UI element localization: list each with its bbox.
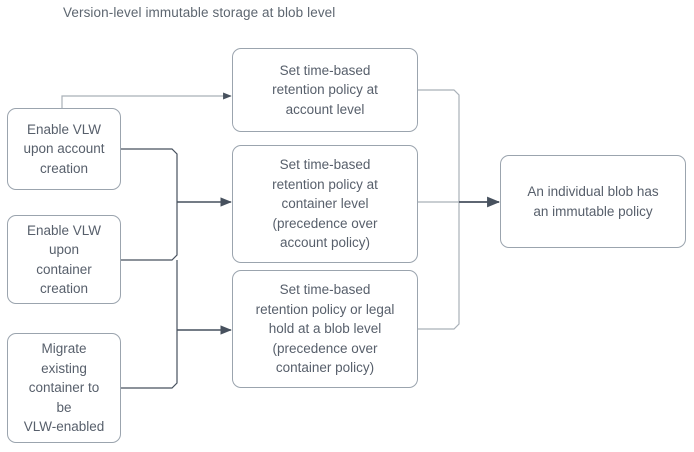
edge-migrate-to-rail (121, 330, 178, 389)
node-enable-vlw-container[interactable]: Enable VLW upon container creation (7, 215, 121, 304)
page-title: Version-level immutable storage at blob … (63, 5, 336, 20)
node-label: Set time-based retention policy or legal… (255, 282, 395, 376)
node-label: Migrate existing container to be VLW-ena… (23, 341, 105, 435)
edge-account-to-retention-account (61, 92, 232, 108)
node-retention-blob[interactable]: Set time-based retention policy or legal… (232, 270, 418, 388)
edge-account-to-rail (121, 148, 178, 202)
edge-retention-blob-to-rail (418, 202, 460, 330)
node-label: Enable VLW upon container creation (26, 222, 102, 297)
node-label: Set time-based retention policy at conta… (272, 157, 378, 251)
node-immutable-blob[interactable]: An individual blob has an immutable poli… (500, 155, 686, 248)
node-label: Set time-based retention policy at accou… (272, 62, 378, 117)
node-label: Enable VLW upon account creation (23, 121, 105, 176)
node-enable-vlw-account[interactable]: Enable VLW upon account creation (7, 108, 121, 190)
edge-retention-account-to-rail (418, 89, 460, 202)
edge-container-to-rail (121, 202, 178, 261)
node-retention-account[interactable]: Set time-based retention policy at accou… (232, 48, 418, 132)
node-migrate-container[interactable]: Migrate existing container to be VLW-ena… (7, 333, 121, 443)
node-label: An individual blob has an immutable poli… (527, 184, 659, 219)
node-retention-container[interactable]: Set time-based retention policy at conta… (232, 145, 418, 263)
